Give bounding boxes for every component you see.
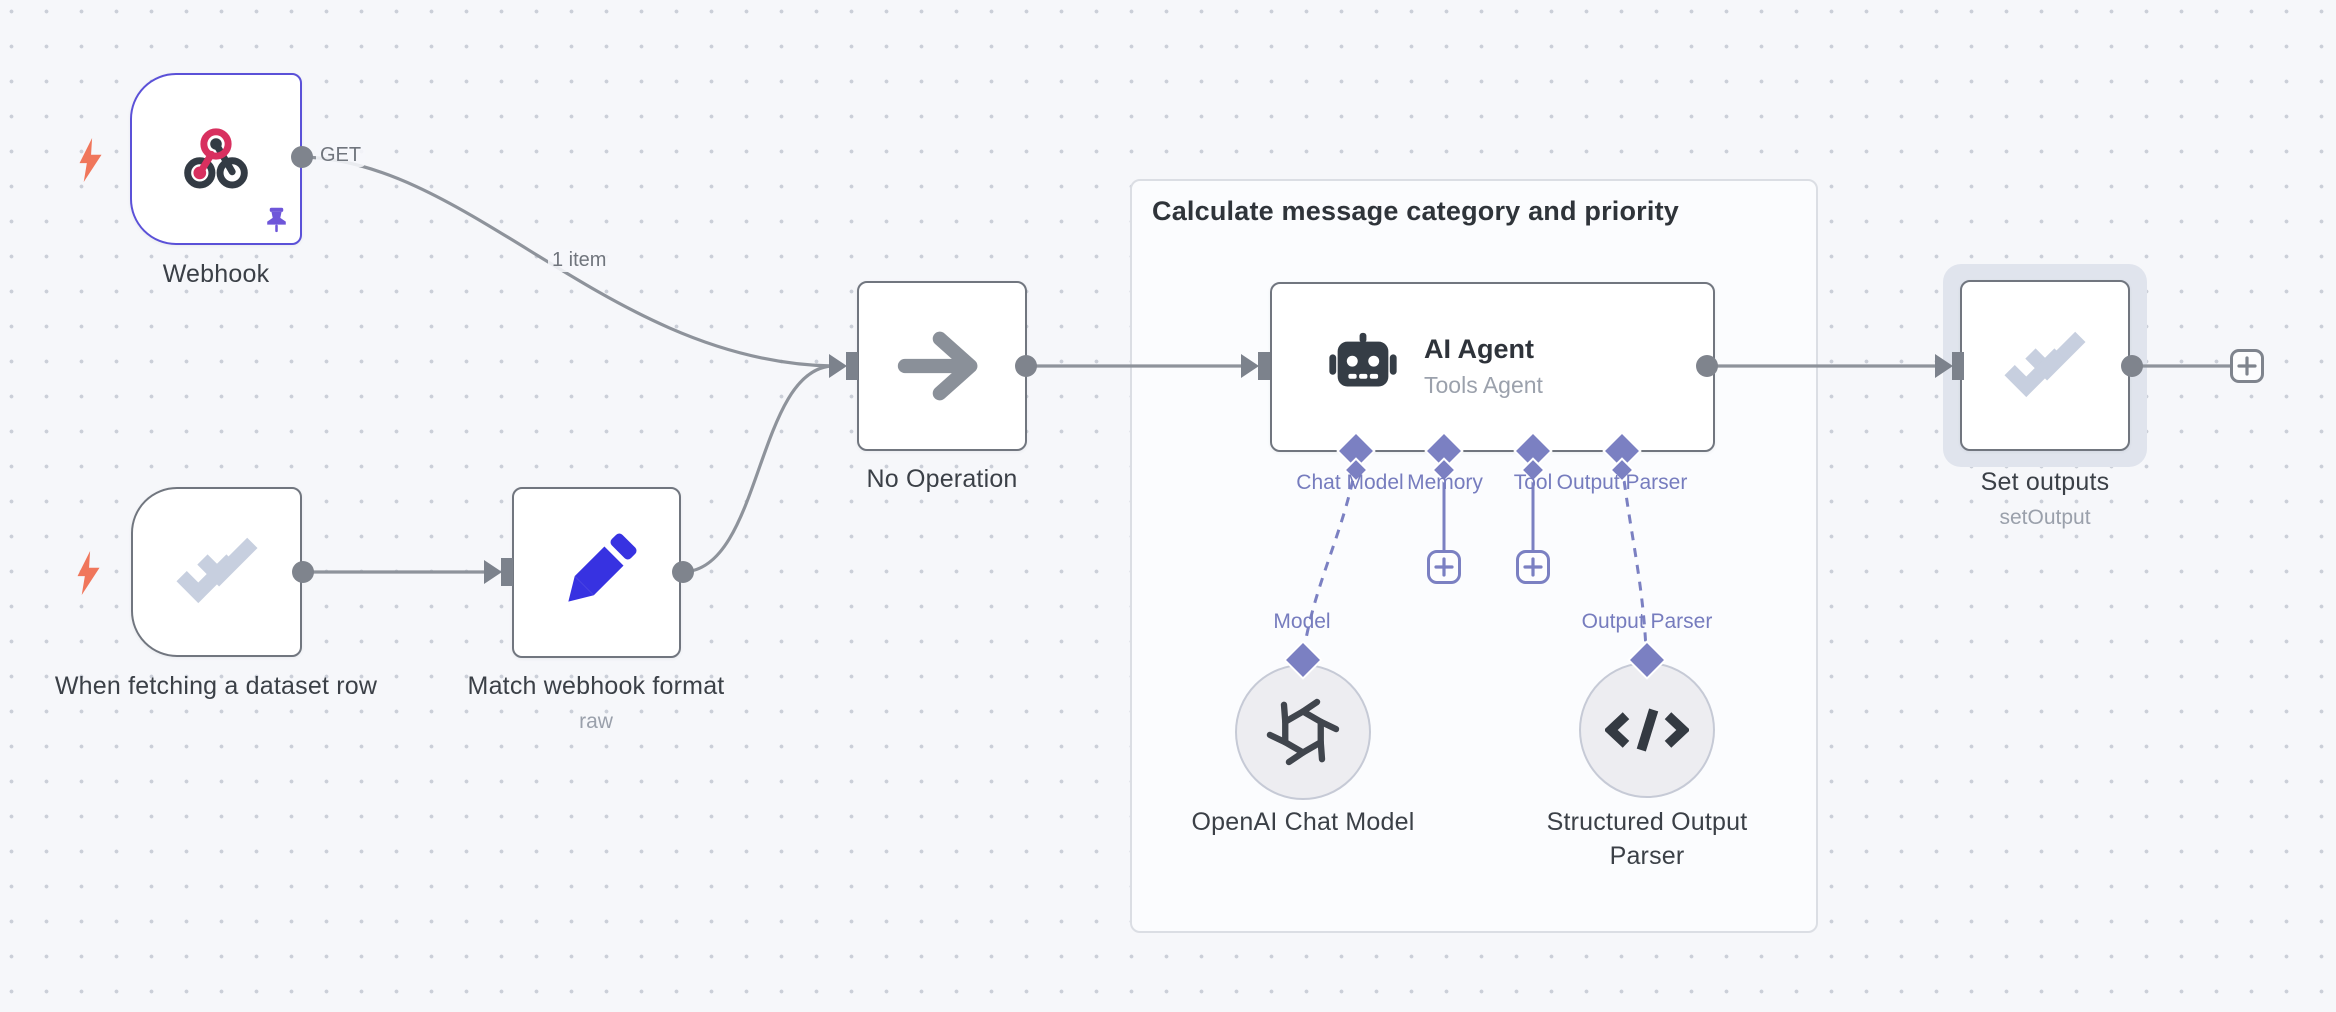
webhook-output-label: GET — [316, 144, 366, 167]
agent-port-label-chat-model: Chat Model — [1296, 471, 1404, 494]
wire-agent-to-openai[interactable] — [1302, 463, 1358, 651]
port-diamond-memory-tip — [1431, 457, 1457, 483]
double-check-icon — [2004, 331, 2086, 397]
port-diamond-tool-tip — [1520, 457, 1546, 483]
robot-icon — [1329, 332, 1397, 387]
node-label-webhook: Webhook — [162, 260, 270, 288]
group-frame-title: Calculate message category and priority — [1152, 196, 1679, 226]
output-port-webhook[interactable] — [291, 146, 313, 168]
plus-icon — [1434, 557, 1454, 577]
node-no-operation[interactable] — [857, 281, 1027, 451]
port-diamond-openai-input[interactable] — [1283, 640, 1323, 680]
agent-port-label-tool: Tool — [1513, 471, 1553, 494]
node-webhook[interactable] — [130, 73, 302, 245]
input-arrow-setout — [1935, 354, 1953, 378]
node-label-noop: No Operation — [866, 465, 1018, 493]
node-label-dataset: When fetching a dataset row — [54, 672, 378, 700]
ai-agent-title: AI Agent — [1424, 334, 1534, 364]
port-diamond-output-parser-tip — [1609, 457, 1635, 483]
code-brackets-icon — [1605, 708, 1689, 752]
output-port-setout[interactable] — [2121, 355, 2143, 377]
node-label-parser: Structured Output Parser — [1546, 808, 1748, 870]
plus-icon — [1523, 557, 1543, 577]
openai-port-label: Model — [1273, 610, 1331, 633]
pushpin-icon — [267, 207, 286, 233]
node-label-match: Match webhook format — [467, 672, 725, 700]
wire-agent-to-parser[interactable] — [1620, 463, 1648, 651]
node-label-openai: OpenAI Chat Model — [1191, 808, 1415, 836]
node-ai-agent[interactable] — [1270, 282, 1715, 452]
lightning-bolt-icon — [79, 138, 102, 182]
wire-match-to-noop[interactable] — [682, 364, 833, 574]
add-tool-button[interactable] — [1516, 550, 1550, 584]
connection-items-label: 1 item — [548, 249, 611, 272]
output-port-match[interactable] — [672, 561, 694, 583]
agent-port-label-memory: Memory — [1407, 471, 1483, 494]
add-next-node-button[interactable] — [2230, 349, 2264, 383]
output-port-agent[interactable] — [1696, 355, 1718, 377]
port-diamond-tool[interactable] — [1513, 431, 1553, 471]
node-subtitle-match: raw — [579, 710, 613, 733]
node-match-webhook-format[interactable] — [512, 487, 681, 658]
input-arrow-agent — [1241, 354, 1259, 378]
input-arrow-match — [484, 560, 502, 584]
port-diamond-memory[interactable] — [1424, 431, 1464, 471]
port-diamond-output-parser[interactable] — [1602, 431, 1642, 471]
webhook-icon — [184, 128, 248, 189]
output-port-dataset[interactable] — [292, 561, 314, 583]
add-memory-button[interactable] — [1427, 550, 1461, 584]
agent-port-label-output-parser: Output Parser — [1556, 471, 1688, 494]
pencil-icon — [567, 532, 637, 602]
port-diamond-parser-input[interactable] — [1627, 640, 1667, 680]
node-openai-chat-model[interactable] — [1235, 664, 1371, 800]
input-port-match[interactable] — [501, 558, 513, 586]
node-set-outputs[interactable] — [1960, 280, 2130, 451]
input-port-noop[interactable] — [846, 352, 858, 380]
output-port-noop[interactable] — [1015, 355, 1037, 377]
plus-icon — [2237, 356, 2257, 376]
node-subtitle-setout: setOutput — [1999, 506, 2091, 529]
node-label-setout: Set outputs — [1980, 468, 2110, 496]
openai-logo-icon — [1266, 698, 1340, 766]
port-diamond-chat-model-tip — [1343, 457, 1369, 483]
ai-agent-subtitle: Tools Agent — [1424, 372, 1543, 398]
input-port-agent[interactable] — [1258, 352, 1270, 380]
double-check-icon — [175, 537, 258, 604]
port-diamond-chat-model[interactable] — [1336, 431, 1376, 471]
arrow-right-icon — [897, 331, 978, 401]
input-arrow-noop — [829, 354, 847, 378]
lightning-bolt-icon — [77, 551, 100, 595]
wire-webhook-to-noop[interactable] — [301, 155, 833, 368]
input-port-setout[interactable] — [1952, 352, 1964, 380]
parser-port-label: Output Parser — [1581, 610, 1713, 633]
